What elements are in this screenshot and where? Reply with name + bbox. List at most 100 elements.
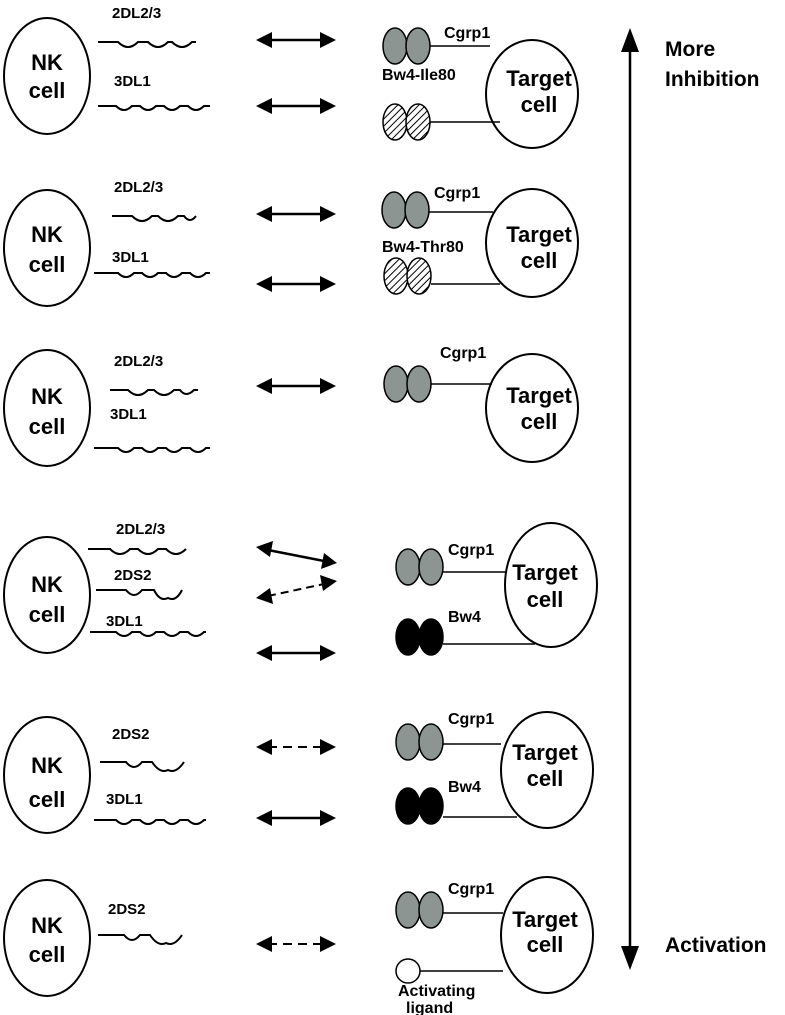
panel-5: NK cell 2DS2 3DL1 Target cell Cgrp1 Bw4 bbox=[3, 711, 594, 834]
receptor-label-3dl1: 3DL1 bbox=[112, 249, 149, 266]
double-arrow-solid bbox=[256, 378, 336, 394]
target-cell-label-2: cell bbox=[527, 766, 564, 791]
receptor-2dl23 bbox=[98, 41, 196, 48]
target-cell-label-2: cell bbox=[521, 409, 558, 434]
axis-label-inhibition: Inhibition bbox=[665, 68, 759, 91]
receptor-3dl1 bbox=[98, 105, 210, 111]
ligand-label-bw4-ile80: Bw4-Ile80 bbox=[382, 67, 456, 84]
ligand-cgrp1-right bbox=[406, 365, 432, 403]
double-arrow-solid bbox=[256, 98, 336, 114]
ligand-label-ligand: ligand bbox=[406, 1000, 453, 1015]
ligand-cgrp1-right bbox=[418, 548, 444, 586]
axis-arrow-down bbox=[621, 946, 639, 970]
receptor-label-3dl1: 3DL1 bbox=[106, 791, 143, 808]
panel-1: NK cell 2DL2/3 3DL1 Target cell Cgrp1 Bw… bbox=[3, 5, 579, 149]
double-arrow-dashed bbox=[256, 936, 336, 952]
receptor-2ds2 bbox=[96, 589, 183, 600]
nk-cell-label-2: cell bbox=[29, 414, 66, 439]
receptor-label-2ds2: 2DS2 bbox=[112, 726, 150, 743]
target-cell-label-2: cell bbox=[521, 92, 558, 117]
receptor-2dl23 bbox=[88, 548, 187, 555]
nk-cell-label: NK bbox=[31, 384, 63, 409]
double-arrow-dashed bbox=[256, 739, 336, 755]
ligand-cgrp1-left bbox=[395, 891, 421, 929]
receptor-label-3dl1: 3DL1 bbox=[114, 73, 151, 90]
nk-cell-label-2: cell bbox=[29, 252, 66, 277]
ligand-label-cgrp1: Cgrp1 bbox=[444, 25, 490, 42]
ligand-bw4-thr80-right bbox=[406, 257, 432, 295]
nk-cell bbox=[3, 189, 91, 307]
ligand-bw4-left bbox=[395, 787, 421, 825]
double-arrow-solid bbox=[256, 810, 336, 826]
axis-label-activation: Activation bbox=[665, 934, 767, 957]
activation-axis: More Inhibition Activation bbox=[621, 28, 767, 970]
ligand-cgrp1-left bbox=[395, 723, 421, 761]
ligand-bw4-left bbox=[395, 618, 421, 656]
ligand-cgrp1-left bbox=[383, 365, 409, 403]
receptor-label-3dl1: 3DL1 bbox=[106, 613, 143, 630]
nk-cell-label: NK bbox=[31, 753, 63, 778]
nk-cell bbox=[3, 349, 91, 467]
target-cell-label-2: cell bbox=[527, 587, 564, 612]
target-cell-label-2: cell bbox=[521, 248, 558, 273]
nk-cell-label: NK bbox=[31, 222, 63, 247]
nk-cell-label-2: cell bbox=[29, 78, 66, 103]
panel-6: NK cell 2DS2 Target cell Cgrp1 Activatin… bbox=[3, 876, 594, 1015]
receptor-label-2dl23: 2DL2/3 bbox=[116, 521, 165, 538]
double-arrow-solid bbox=[256, 32, 336, 48]
nk-cell-label-2: cell bbox=[29, 602, 66, 627]
ligand-label-cgrp1: Cgrp1 bbox=[448, 881, 494, 898]
ligand-label-cgrp1: Cgrp1 bbox=[434, 185, 480, 202]
ligand-label-bw4: Bw4 bbox=[448, 779, 481, 796]
target-cell-label: Target bbox=[512, 907, 578, 932]
ligand-label-cgrp1: Cgrp1 bbox=[448, 542, 494, 559]
ligand-cgrp1-left bbox=[381, 191, 407, 229]
nk-cell bbox=[3, 17, 91, 135]
ligand-bw4-right bbox=[418, 787, 444, 825]
target-cell bbox=[500, 876, 594, 994]
receptor-label-2ds2: 2DS2 bbox=[114, 567, 152, 584]
axis-arrow-up bbox=[621, 28, 639, 52]
double-arrow-dashed-diagonal bbox=[256, 575, 337, 604]
receptor-label-2ds2: 2DS2 bbox=[108, 901, 146, 918]
ligand-label-bw4-thr80: Bw4-Thr80 bbox=[382, 239, 464, 256]
receptor-label-2dl23: 2DL2/3 bbox=[112, 5, 161, 22]
ligand-cgrp1-left bbox=[382, 27, 408, 65]
ligand-bw4-ile80-left bbox=[382, 103, 408, 141]
ligand-cgrp1-right bbox=[404, 191, 430, 229]
ligand-bw4-thr80-left bbox=[383, 257, 409, 295]
receptor-2dl23 bbox=[110, 389, 198, 396]
ligand-bw4-right bbox=[418, 618, 444, 656]
nk-cell-label-2: cell bbox=[29, 787, 66, 812]
target-cell-label: Target bbox=[506, 222, 572, 247]
nk-cell bbox=[3, 716, 91, 834]
axis-label-more: More bbox=[665, 38, 715, 61]
target-cell bbox=[504, 522, 598, 648]
target-cell bbox=[485, 353, 579, 463]
nk-cell-label: NK bbox=[31, 572, 63, 597]
nk-cell-label: NK bbox=[31, 50, 63, 75]
nk-cell-label: NK bbox=[31, 913, 63, 938]
ligand-cgrp1-left bbox=[395, 548, 421, 586]
ligand-label-activating: Activating bbox=[398, 983, 475, 1000]
receptor-2ds2 bbox=[98, 934, 183, 945]
ligand-label-cgrp1: Cgrp1 bbox=[440, 345, 486, 362]
ligand-cgrp1-right bbox=[405, 27, 431, 65]
receptor-label-2dl23: 2DL2/3 bbox=[114, 179, 163, 196]
target-cell-label: Target bbox=[512, 560, 578, 585]
receptor-label-2dl23: 2DL2/3 bbox=[114, 353, 163, 370]
target-cell bbox=[485, 39, 579, 149]
ligand-bw4-ile80-right bbox=[405, 103, 431, 141]
target-cell bbox=[485, 188, 579, 298]
panel-3: NK cell 2DL2/3 3DL1 Target cell Cgrp1 bbox=[3, 345, 579, 467]
double-arrow-solid bbox=[256, 206, 336, 222]
ligand-label-cgrp1: Cgrp1 bbox=[448, 711, 494, 728]
ligand-cgrp1-right bbox=[418, 891, 444, 929]
target-cell-label-2: cell bbox=[527, 932, 564, 957]
receptor-2dl23 bbox=[112, 215, 197, 222]
ligand-cgrp1-right bbox=[418, 723, 444, 761]
nk-cell-label-2: cell bbox=[29, 942, 66, 967]
receptor-label-3dl1: 3DL1 bbox=[110, 406, 147, 423]
target-cell bbox=[500, 711, 594, 829]
